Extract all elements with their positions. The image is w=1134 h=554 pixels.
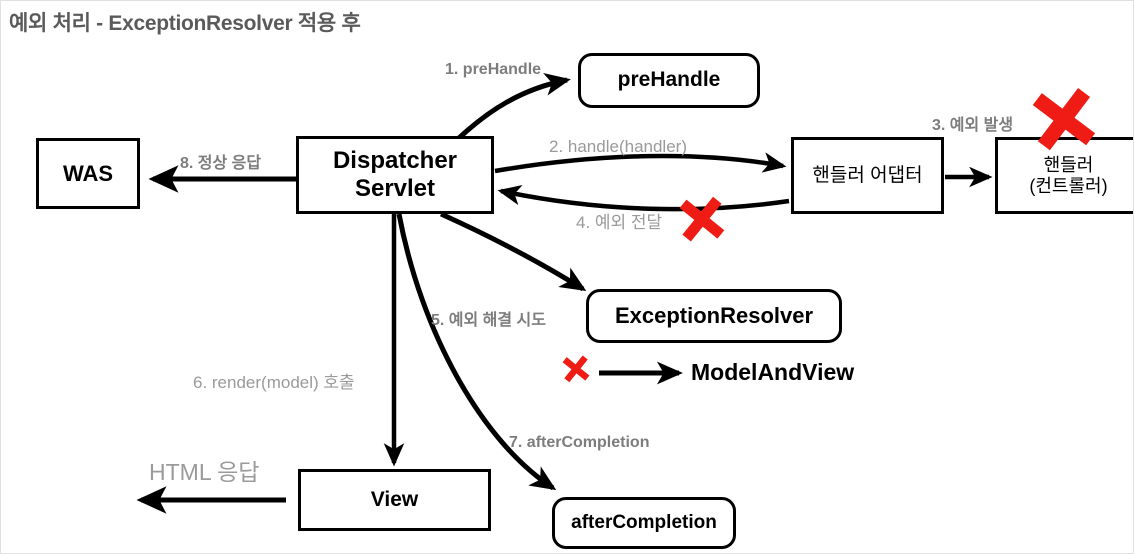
- edge-label-step4: 4. 예외 전달: [576, 213, 663, 232]
- edge-label-step5: 5. 예외 해결 시도: [431, 312, 546, 329]
- node-was[interactable]: WAS: [36, 138, 140, 209]
- node-view-label: View: [370, 487, 419, 511]
- node-handler-adapter-label: 핸들러 어댑터: [812, 164, 923, 186]
- node-after-completion-label: afterCompletion: [571, 512, 717, 534]
- node-exception-resolver[interactable]: ExceptionResolver: [586, 289, 842, 343]
- cross-mark-exception-propagation-icon: ✕: [671, 182, 733, 259]
- edge-handle-handler: [494, 152, 787, 174]
- edge-label-html-response: HTML 응답: [149, 459, 260, 485]
- edge-label-step8: 8. 정상 응답: [180, 155, 262, 172]
- edge-exception-propagation: [497, 185, 790, 212]
- node-handler-adapter[interactable]: 핸들러 어댑터: [791, 137, 944, 214]
- node-exception-resolver-label: ExceptionResolver: [614, 303, 814, 329]
- edge-prehandle: [457, 73, 571, 140]
- node-was-label: WAS: [62, 160, 114, 186]
- node-view[interactable]: View: [298, 469, 491, 531]
- node-prehandle[interactable]: preHandle: [578, 53, 760, 108]
- node-dispatcher-servlet-label-line1: Dispatcher: [332, 147, 458, 175]
- node-dispatcher-servlet[interactable]: Dispatcher Servlet: [296, 136, 494, 214]
- cross-mark-model-and-view-icon: ✕: [557, 346, 594, 393]
- node-handler-controller[interactable]: 핸들러 (컨트롤러): [995, 137, 1133, 214]
- cross-mark-handler-icon: ✕: [1020, 68, 1108, 175]
- node-handler-controller-label-line1: 핸들러: [1043, 154, 1094, 175]
- node-after-completion[interactable]: afterCompletion: [552, 497, 736, 549]
- node-model-and-view: ModelAndView: [691, 359, 854, 386]
- edge-label-step6: 6. render(model) 호출: [193, 373, 355, 392]
- edge-label-step3: 3. 예외 발생: [932, 117, 1014, 134]
- edge-label-step7: 7. afterCompletion: [509, 434, 650, 451]
- edge-label-step1: 1. preHandle: [445, 61, 542, 78]
- edge-exception-resolve-attempt: [439, 211, 587, 292]
- node-dispatcher-servlet-label-line2: Servlet: [354, 175, 436, 202]
- node-handler-controller-label-line2: (컨트롤러): [1029, 175, 1108, 196]
- edge-label-step2: 2. handle(handler): [549, 137, 687, 156]
- node-model-and-view-label: ModelAndView: [691, 359, 855, 385]
- page-title: 예외 처리 - ExceptionResolver 적용 후: [9, 12, 361, 35]
- node-prehandle-label: preHandle: [617, 68, 721, 92]
